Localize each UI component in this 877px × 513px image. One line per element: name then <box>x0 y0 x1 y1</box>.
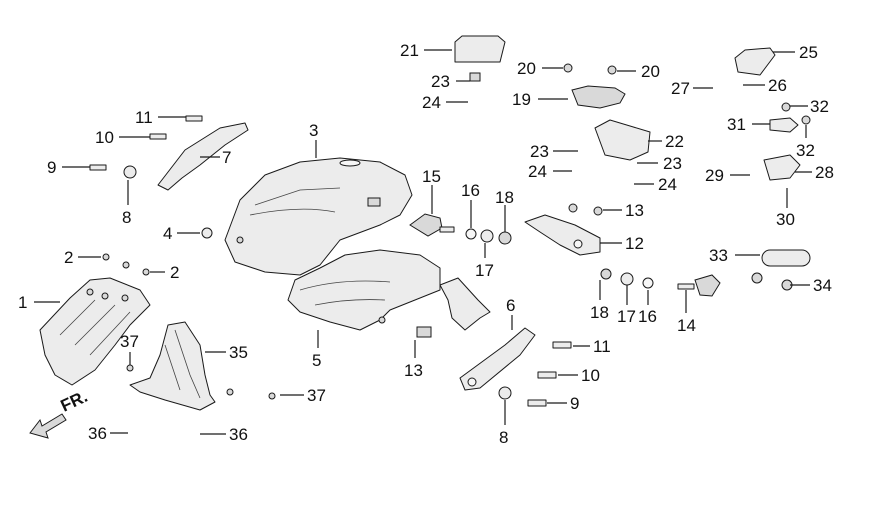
part-21-lens-cover <box>454 35 506 82</box>
part-14-turn-signal-right <box>677 274 721 297</box>
callout-32: 32 <box>796 141 815 160</box>
part-22-light-bracket <box>594 119 651 161</box>
callout-11: 11 <box>593 337 611 356</box>
callout-20: 20 <box>517 59 536 78</box>
callout-25: 25 <box>799 43 818 62</box>
part-31-reflector-bracket <box>769 117 799 133</box>
callout-2: 2 <box>64 248 73 267</box>
callout-21: 21 <box>400 41 419 60</box>
part-19-taillight <box>571 85 626 109</box>
callout-24: 24 <box>422 93 441 112</box>
callout-24: 24 <box>528 162 547 181</box>
callout-19: 19 <box>512 90 531 109</box>
callout-5: 5 <box>312 351 321 370</box>
callout-4: 4 <box>163 224 172 243</box>
part-3-rear-fender <box>224 157 413 276</box>
hardware <box>89 63 811 407</box>
callout-23: 23 <box>530 142 549 161</box>
callout-2: 2 <box>170 263 179 282</box>
callout-8: 8 <box>122 208 131 227</box>
callout-9: 9 <box>570 394 579 413</box>
callout-1: 1 <box>18 293 27 312</box>
callout-36: 36 <box>229 425 248 444</box>
callout-10: 10 <box>95 128 114 147</box>
callout-28: 28 <box>815 163 834 182</box>
callout-10: 10 <box>581 366 600 385</box>
callout-9: 9 <box>47 158 56 177</box>
leader-lines <box>34 49 812 435</box>
callout-34: 34 <box>813 276 832 295</box>
callout-37: 37 <box>307 386 326 405</box>
callout-22: 22 <box>665 132 684 151</box>
callout-27: 27 <box>671 79 690 98</box>
callout-29: 29 <box>705 166 724 185</box>
callout-23: 23 <box>663 154 682 173</box>
license-plate-bracket <box>439 277 491 331</box>
callout-16: 16 <box>461 181 480 200</box>
callout-3: 3 <box>309 121 318 140</box>
part-15-turn-signal-left <box>409 213 455 237</box>
part-28-license-light <box>763 154 801 181</box>
callout-6: 6 <box>506 296 515 315</box>
callout-14: 14 <box>677 316 696 335</box>
callout-32: 32 <box>810 97 829 116</box>
callout-12: 12 <box>625 234 644 253</box>
front-label: FR. <box>58 387 91 416</box>
callout-13: 13 <box>625 201 644 220</box>
callout-26: 26 <box>768 76 787 95</box>
callout-8: 8 <box>499 428 508 447</box>
callout-24: 24 <box>658 175 677 194</box>
callout-31: 31 <box>727 115 746 134</box>
callout-17: 17 <box>617 307 636 326</box>
callout-17: 17 <box>475 261 494 280</box>
callout-11: 11 <box>135 108 153 127</box>
part-35-inner-fender <box>129 321 216 411</box>
callout-labels: 1 2 2 3 4 5 6 7 8 8 9 9 10 10 11 11 12 1… <box>18 41 834 447</box>
part-33-reflector <box>761 249 811 267</box>
callout-30: 30 <box>776 210 795 229</box>
callout-13: 13 <box>404 361 423 380</box>
callout-35: 35 <box>229 343 248 362</box>
callout-20: 20 <box>641 62 660 81</box>
callout-33: 33 <box>709 246 728 265</box>
part-1-rear-inner-bracket <box>39 277 151 386</box>
callout-36: 36 <box>88 424 107 443</box>
front-direction-arrow: FR. <box>29 387 91 439</box>
callout-23: 23 <box>431 72 450 91</box>
callout-37: 37 <box>120 332 139 351</box>
callout-18: 18 <box>495 188 514 207</box>
part-25-reflector-housing <box>734 47 776 76</box>
callout-15: 15 <box>422 167 441 186</box>
callout-18: 18 <box>590 303 609 322</box>
callout-7: 7 <box>222 148 231 167</box>
part-5-lower-fender <box>287 249 441 331</box>
callout-16: 16 <box>638 307 657 326</box>
part-12-taillight-bracket <box>524 214 601 256</box>
part-6-bracket-arm <box>459 327 536 391</box>
